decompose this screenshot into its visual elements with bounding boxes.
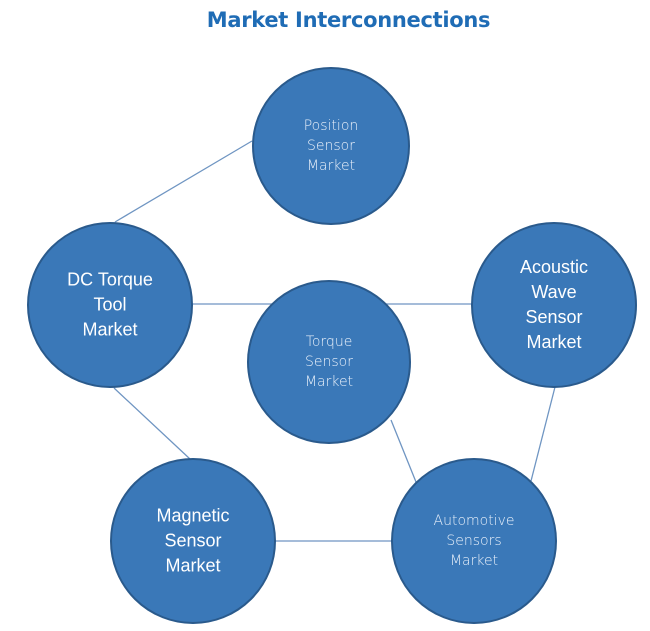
node-dc-torque bbox=[27, 222, 193, 388]
node-magnetic bbox=[110, 458, 276, 624]
edge-dc-torque-to-position bbox=[114, 140, 253, 223]
node-label-line: Market bbox=[165, 555, 221, 576]
node-label-line: Sensors bbox=[446, 533, 502, 549]
node-label-line: Sensor bbox=[525, 307, 583, 327]
edge-dc-torque-to-magnetic bbox=[113, 387, 191, 460]
edge-torque-sensor-to-automotive bbox=[390, 419, 417, 483]
node-label-line: Sensor bbox=[306, 138, 355, 154]
node-label-line: Tool bbox=[93, 294, 127, 315]
node-label-line: Market bbox=[82, 319, 138, 340]
node-label-line: Market bbox=[449, 553, 499, 569]
node-label-line: Automotive bbox=[433, 513, 515, 529]
node-label-line: Wave bbox=[531, 282, 577, 302]
node-label-line: Market bbox=[304, 374, 354, 390]
diagram-title: Market Interconnections bbox=[206, 8, 491, 32]
node-torque-sensor bbox=[247, 280, 411, 444]
node-label-line: Position bbox=[303, 118, 359, 134]
node-label-line: Market bbox=[306, 158, 356, 174]
edge-acoustic-to-automotive bbox=[530, 386, 556, 482]
node-label-line: Sensor bbox=[164, 530, 222, 551]
node-label-line: Sensor bbox=[305, 354, 353, 370]
node-position bbox=[252, 67, 410, 225]
nodes-layer bbox=[27, 67, 637, 624]
node-label-line: Magnetic bbox=[156, 505, 230, 526]
node-label-line: DC Torque bbox=[67, 269, 153, 290]
node-automotive bbox=[391, 458, 557, 624]
node-acoustic bbox=[471, 222, 637, 388]
node-label-line: Acoustic bbox=[519, 257, 589, 277]
node-label-line: Market bbox=[526, 332, 582, 352]
node-label-line: Torque bbox=[305, 334, 353, 350]
